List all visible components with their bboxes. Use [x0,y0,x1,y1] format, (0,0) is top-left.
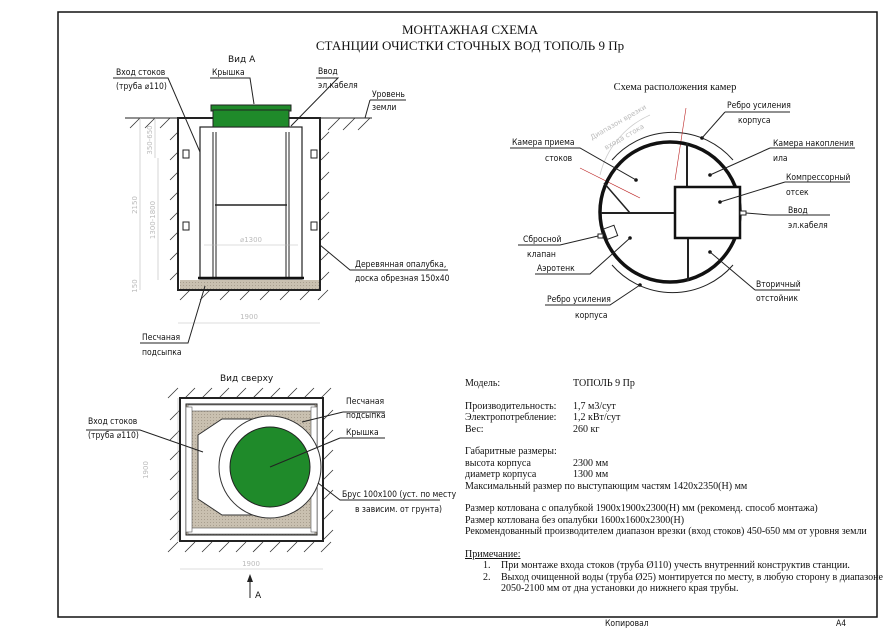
label-ground-1: Уровень [372,90,405,100]
label-inlet: Вход стоков [116,68,166,78]
spec-diam-label: диаметр корпуса [465,469,537,480]
label-formwork-1: Деревянная опалубка, [355,259,446,270]
tank-body [199,126,303,280]
label-formwork-2: доска обрезная 150х40 [355,273,450,284]
top-label-beam-1: Брус 100х100 (уст. по месту [342,490,457,500]
specifications: Модель: ТОПОЛЬ 9 Пр Производительность: 1,… [465,378,885,595]
top-label-inlet-pipe: (труба ⌀110) [88,430,139,441]
dim-top-height: 1900 [142,461,150,479]
top-label-beam-2: в зависим. от грунта) [355,505,442,515]
label-cable-1: Ввод [788,206,808,216]
title-line1: МОНТАЖНАЯ СХЕМА [402,22,539,37]
label-sand-2: подсыпка [142,348,182,358]
spec-perf-value: 1,7 м3/сут [573,400,616,412]
top-label-inlet: Вход стоков [88,417,138,427]
title-line2: СТАНЦИИ ОЧИСТКИ СТОЧНЫХ ВОД ТОПОЛЬ 9 Пр [316,38,624,53]
compressor-box [673,185,742,240]
spec-height-value: 2300 мм [573,457,609,469]
label-sand-1: Песчаная [142,333,180,343]
top-view: Вид сверху 1900 1900 А Вход стоков (труб… [86,374,457,601]
chamber-layout: Схема расположения камер Диапазон врезки… [510,82,855,321]
arrow-a-icon [247,574,253,582]
label-lid: Крышка [212,68,245,78]
spec-max-size: Максимальный размер по выступающим частя… [465,480,748,492]
note-item: Выход очищенной воды (труба Ø25) монтиру… [493,572,885,595]
label-receiving-2: стоков [545,154,573,164]
footer-format: А4 [836,619,846,629]
spec-perf-label: Производительность: [465,400,557,412]
note-item: При монтаже входа стоков (труба Ø110) уч… [493,560,885,572]
spec-weight-value: 260 кг [573,423,600,435]
label-rib-bottom-2: корпуса [575,311,608,321]
view-a-title: Вид А [228,55,256,65]
spec-power-value: 1,2 кВт/сут [573,412,621,423]
label-secondary-1: Вторичный [756,280,801,290]
dim-inlet: 350-650 [146,125,154,154]
label-rib-bottom-1: Ребро усиления [547,294,611,305]
label-receiving-1: Камера приема [512,138,575,148]
spec-diam-value: 1300 мм [573,469,609,480]
label-cable-1: Ввод [318,67,338,77]
label-inlet-pipe: (труба ⌀110) [116,81,167,92]
label-sludge-2: ила [773,154,788,164]
label-sludge-1: Камера накопления [773,139,854,149]
top-label-sand-1: Песчаная [346,397,384,407]
label-ground-2: земли [372,103,396,113]
label-compressor-2: отсек [786,188,809,198]
dim-total: 2150 [131,196,139,214]
footer-copied: Копировал [605,619,649,629]
spec-pit-no-formwork: Размер котлована без опалубки 1600х1600х… [465,514,685,526]
sand-bedding [180,280,319,289]
top-label-sand-2: подсыпка [346,411,386,421]
label-cable-2: эл.кабеля [788,220,828,231]
spec-model-label: Модель: [465,378,501,389]
label-aerotank: Аэротенк [537,264,575,274]
label-cable-2: эл.кабеля [318,80,358,91]
dim-width: 1900 [240,313,258,321]
label-rib-top-1: Ребро усиления [727,100,791,111]
top-label-lid: Крышка [346,428,379,438]
spec-power-label: Электропотребление: [465,412,557,423]
spec-dims-title: Габаритные размеры: [465,446,557,457]
spec-model-value: ТОПОЛЬ 9 Пр [573,378,635,389]
label-relief-2: клапан [527,250,556,260]
label-relief-1: Сбросной [523,234,561,245]
dim-body: 1300-1800 [149,201,157,239]
label-compressor-1: Компрессорный [786,173,850,183]
spec-height-label: высота корпуса [465,457,531,469]
dim-top-width: 1900 [242,560,260,568]
notes-title: Примечание: [465,548,521,560]
chamber-title: Схема расположения камер [614,82,737,93]
spec-inlet-range: Рекомендованный производителем диапазон … [465,526,867,537]
top-view-title: Вид сверху [220,374,274,384]
view-a: Вид А 1900 ⌀1300 2150 1300-1800 150 350-… [113,55,450,358]
dim-base: 150 [131,279,139,292]
spec-weight-label: Вес: [465,423,484,435]
label-secondary-2: отстойник [756,294,798,304]
dim-diameter: ⌀1300 [240,236,262,244]
label-rib-top-2: корпуса [738,116,771,126]
sheet-frame [57,11,878,618]
spec-pit-formwork: Размер котлована с опалубкой 1900х1900х2… [465,503,818,514]
view-arrow-label: А [255,591,262,601]
lid-neck [212,109,290,128]
